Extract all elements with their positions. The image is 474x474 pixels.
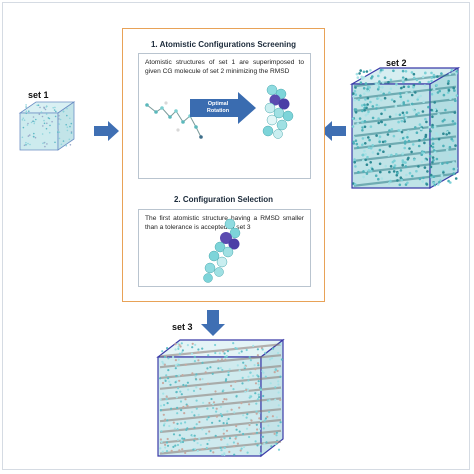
process-panel: 1. Atomistic Configurations Screening At… [122, 28, 325, 302]
step2-title: 2. Configuration Selection [173, 195, 274, 204]
step1-title: 1. Atomistic Configurations Screening [150, 40, 297, 49]
set1-label: set 1 [28, 90, 49, 100]
optimal-rotation-label: Optimal Rotation [206, 101, 230, 114]
step1-description: Atomistic structures of set 1 are superi… [145, 59, 304, 75]
set2-label: set 2 [386, 58, 407, 68]
figure-frame [2, 2, 470, 470]
set3-label: set 3 [172, 322, 193, 332]
step2-description: The first atomistic structure having a R… [145, 215, 304, 231]
step1-box: Atomistic structures of set 1 are superi… [138, 53, 311, 179]
step2-box: The first atomistic structure having a R… [138, 209, 311, 287]
